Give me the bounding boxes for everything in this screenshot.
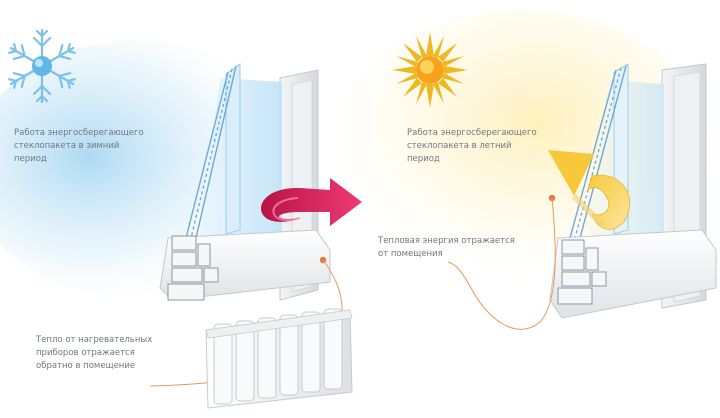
heat-reflection-arrow — [260, 178, 362, 226]
winter-caption: Работа энергосберегающего стеклопакета в… — [14, 127, 144, 166]
winter-heat-caption-line: приборов отражается — [36, 348, 135, 358]
winter-caption-line: Работа энергосберегающего — [14, 128, 144, 138]
sun-ray-reflection — [548, 150, 630, 230]
summer-caption-line: стеклопакета в летний — [407, 141, 512, 151]
snowflake-icon — [5, 28, 79, 104]
winter-heat-caption-line: Тепло от нагревательных — [36, 335, 153, 345]
leader-line-right — [447, 197, 556, 330]
pvc-profile-section-right — [557, 239, 607, 305]
winter-caption-line: стеклопакета в зимний — [14, 141, 120, 151]
summer-caption: Работа энергосберегающего стеклопакета в… — [407, 127, 537, 166]
sun-icon — [392, 32, 468, 108]
winter-caption-line: период — [14, 154, 47, 164]
winter-window — [149, 63, 362, 409]
radiator — [205, 308, 353, 409]
summer-caption-line: период — [407, 154, 440, 164]
winter-heat-caption: Тепло от нагревательных приборов отражае… — [36, 334, 152, 373]
summer-heat-caption-line: Тепловая энергия отражается — [378, 236, 515, 246]
summer-caption-line: Работа энергосберегающего — [407, 128, 537, 138]
winter-heat-caption-line: обратно в помещение — [36, 361, 136, 371]
summer-window — [447, 63, 717, 330]
pvc-profile-section-left — [167, 235, 219, 301]
summer-heat-caption-line: от помещения — [378, 249, 443, 259]
summer-heat-caption: Тепловая энергия отражается от помещения — [378, 235, 515, 261]
